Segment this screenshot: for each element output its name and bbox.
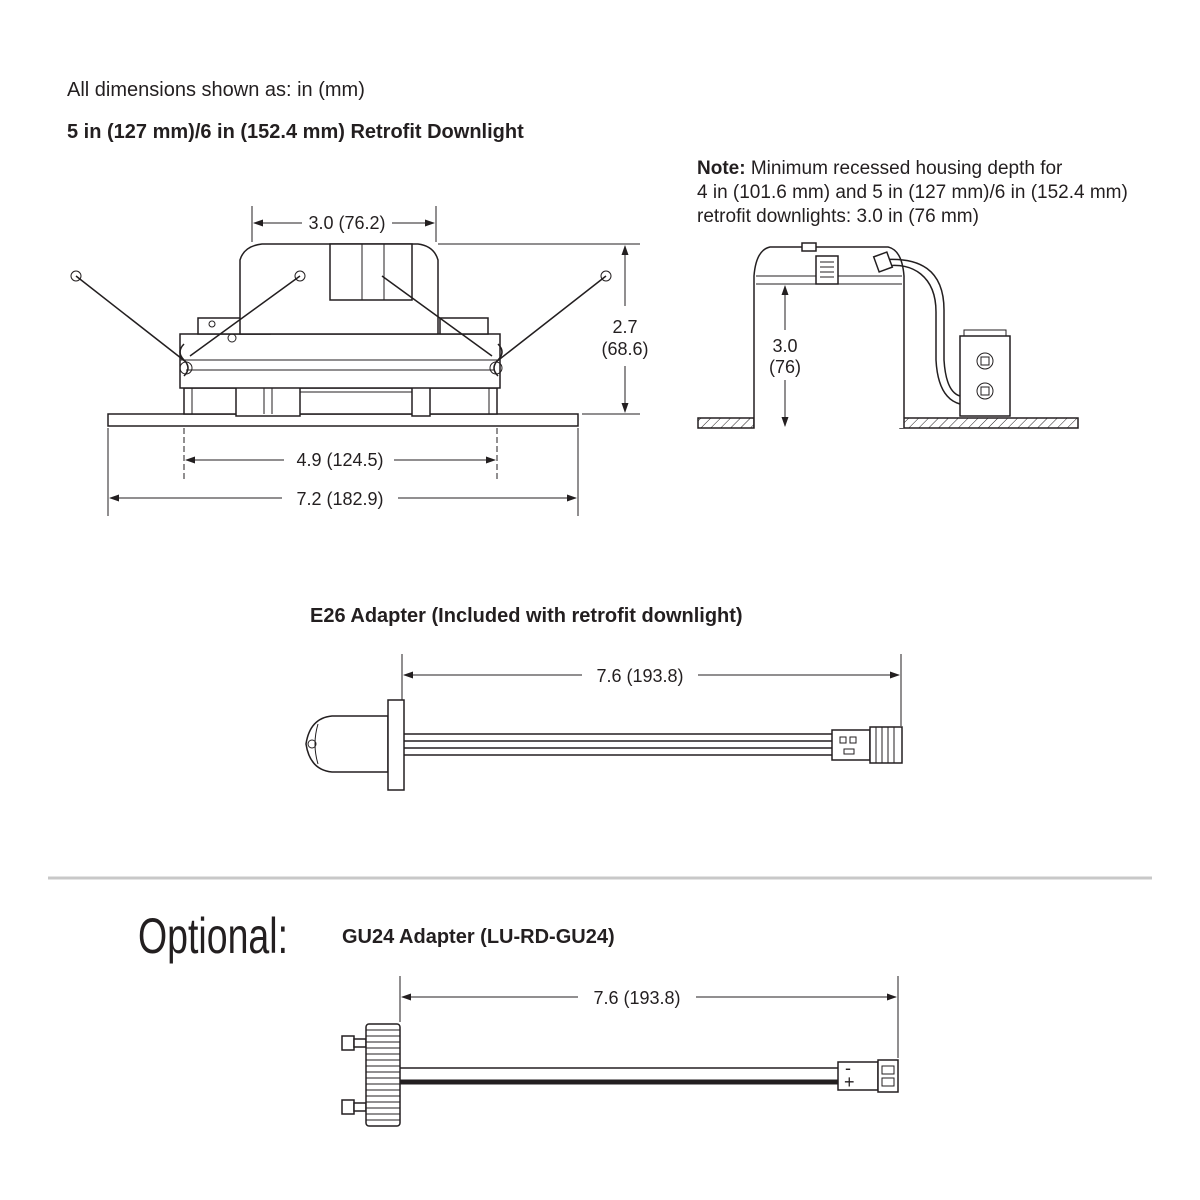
dim-outer-width: 7.2 (182.9) — [107, 428, 579, 516]
gu24-knurled-cap — [365, 1023, 401, 1127]
dim-inner-width: 4.9 (124.5) — [183, 428, 498, 480]
optional-label: Optional: — [138, 908, 288, 964]
note-line-3: retrofit downlights: 3.0 in (76 mm) — [697, 206, 979, 227]
housing-note: Note: Minimum recessed housing depth for — [697, 158, 1063, 179]
e26-length-label: 7.6 (193.8) — [596, 666, 683, 686]
dim-height-inches: 2.7 — [612, 317, 637, 337]
dimension-units-note: All dimensions shown as: in (mm) — [67, 79, 365, 101]
dim-outer-width-label: 7.2 (182.9) — [296, 489, 383, 509]
gu24-adapter: - + — [341, 1023, 899, 1127]
downlight-side-view — [70, 243, 612, 427]
dim-height-mm: (68.6) — [601, 339, 648, 359]
gu24-title: GU24 Adapter (LU-RD-GU24) — [342, 926, 615, 948]
note-label: Note: — [697, 158, 746, 179]
dim-depth-mm: (76) — [769, 357, 801, 377]
note-line-2: 4 in (101.6 mm) and 5 in (127 mm)/6 in (… — [697, 182, 1128, 203]
gu24-plus: + — [844, 1072, 855, 1092]
dim-top-width: 3.0 (76.2) — [251, 206, 437, 242]
e26-adapter — [305, 699, 903, 791]
left-spring-clip — [75, 275, 301, 363]
note-line-1: Minimum recessed housing depth for — [746, 158, 1063, 179]
dim-inner-width-label: 4.9 (124.5) — [296, 450, 383, 470]
right-spring-clip — [381, 275, 607, 363]
dim-housing-depth: 3.0 (76) — [769, 285, 801, 427]
trim-plate — [107, 413, 579, 427]
dim-e26-length: 7.6 (193.8) — [401, 654, 902, 726]
downlight-title: 5 in (127 mm)/6 in (152.4 mm) Retrofit D… — [67, 121, 524, 143]
gu24-length-label: 7.6 (193.8) — [593, 988, 680, 1008]
dim-height: 2.7 (68.6) — [438, 243, 649, 415]
dim-gu24-length: 7.6 (193.8) — [399, 976, 899, 1058]
gu24-minus: - — [845, 1058, 851, 1078]
e26-title: E26 Adapter (Included with retrofit down… — [310, 605, 743, 627]
dim-top-width-label: 3.0 (76.2) — [308, 213, 385, 233]
junction-box — [959, 335, 1011, 417]
dim-depth-inches: 3.0 — [772, 336, 797, 356]
recessed-housing-view — [697, 242, 1079, 429]
